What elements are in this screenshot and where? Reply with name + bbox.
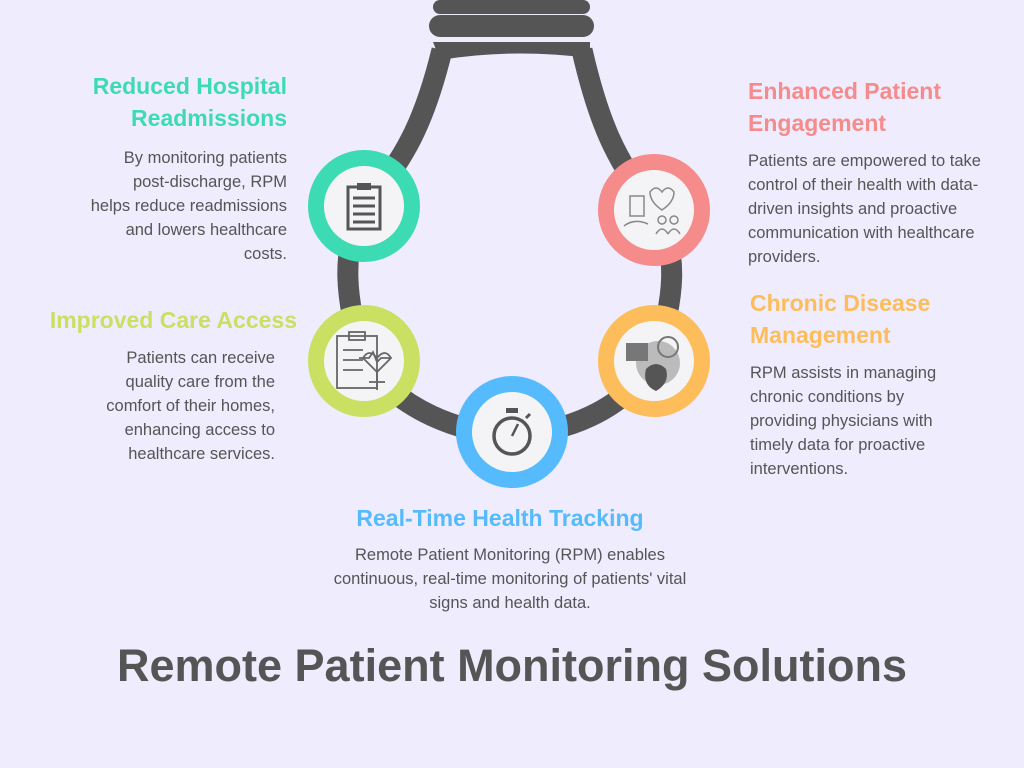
patient-engagement-icon — [598, 154, 710, 266]
medical-clipboard-icon — [308, 305, 420, 417]
bulb-base — [429, 0, 594, 60]
text-reduced-readmissions: By monitoring patients post-discharge, R… — [90, 149, 287, 263]
clipboard-checklist-icon — [308, 150, 420, 262]
heading-patient-engagement: Enhanced Patient Engagement — [748, 78, 941, 136]
heading-realtime-tracking: Real-Time Health Tracking — [356, 505, 644, 531]
heading-reduced-readmissions: Reduced Hospital Readmissions — [92, 73, 287, 131]
page-title: Remote Patient Monitoring Solutions — [117, 640, 907, 691]
text-patient-engagement: Patients are empowered to take control o… — [748, 152, 981, 266]
heart-disease-icon — [598, 305, 710, 417]
text-realtime-tracking: Remote Patient Monitoring (RPM) enables … — [333, 546, 687, 612]
heading-care-access: Improved Care Access — [49, 307, 297, 333]
text-care-access: Patients can receive quality care from t… — [106, 349, 275, 463]
stopwatch-icon — [456, 376, 568, 488]
text-chronic-disease: RPM assists in managing chronic conditio… — [750, 364, 937, 478]
heading-chronic-disease: Chronic Disease Management — [750, 290, 931, 348]
